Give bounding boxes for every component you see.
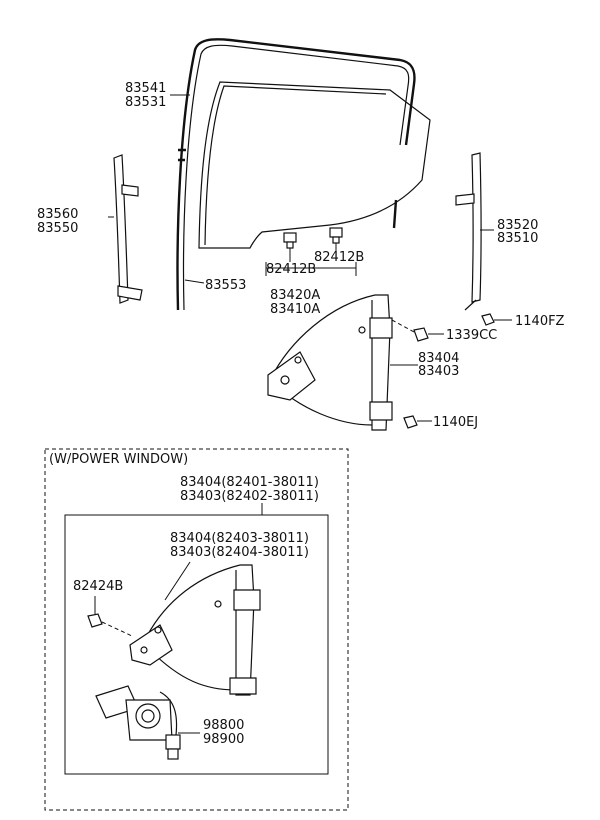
label-83560: 83560 <box>37 207 78 222</box>
door-glass <box>198 81 431 249</box>
power-window-regulator <box>129 561 261 696</box>
label-98800: 98800 <box>203 718 244 733</box>
label-83403-power-inner: 83403(82404-38011) <box>170 545 309 560</box>
label-98900: 98900 <box>203 732 244 747</box>
label-83404: 83404 <box>418 351 459 366</box>
label-83531: 83531 <box>125 95 166 110</box>
label-83541: 83541 <box>125 81 166 96</box>
glass-clip-right <box>329 227 343 252</box>
nut-1339cc <box>391 319 444 342</box>
label-1140fz: 1140FZ <box>515 314 565 329</box>
door-glass-run-channel <box>176 38 416 311</box>
label-83553: 83553 <box>205 278 246 293</box>
label-82424b: 82424B <box>73 579 123 594</box>
label-83403-power-outer: 83403(82402-38011) <box>180 489 319 504</box>
label-83520: 83520 <box>497 218 538 233</box>
power-window-inner-frame <box>64 514 329 775</box>
label-82412b-left: 82412B <box>266 262 316 277</box>
label-83550: 83550 <box>37 221 78 236</box>
label-83410a: 83410A <box>270 302 320 317</box>
label-1339cc: 1339CC <box>446 328 497 343</box>
front-lower-sash-channel <box>455 152 494 311</box>
glass-clip-left <box>283 232 297 262</box>
label-82412b-right: 82412B <box>314 250 364 265</box>
power-window-motor <box>95 685 200 760</box>
rear-lower-sash-channel <box>108 154 143 304</box>
power-window-title: (W/POWER WINDOW) <box>49 452 188 467</box>
label-83420a: 83420A <box>270 288 320 303</box>
bolt-1140fz <box>481 313 512 326</box>
label-83404-power-inner: 83404(82403-38011) <box>170 531 309 546</box>
label-1140ej: 1140EJ <box>433 415 478 430</box>
callout-labels: 83541 83531 83560 83550 83520 83510 8355… <box>37 81 565 747</box>
window-regulator <box>267 294 393 431</box>
label-83403: 83403 <box>418 364 459 379</box>
label-83510: 83510 <box>497 231 538 246</box>
bolt-1140ej <box>403 415 432 429</box>
power-window-dashed-frame <box>44 448 349 811</box>
label-83404-power-outer: 83404(82401-38011) <box>180 475 319 490</box>
clip-bracket <box>265 262 357 276</box>
bolt-82424b <box>87 596 133 637</box>
